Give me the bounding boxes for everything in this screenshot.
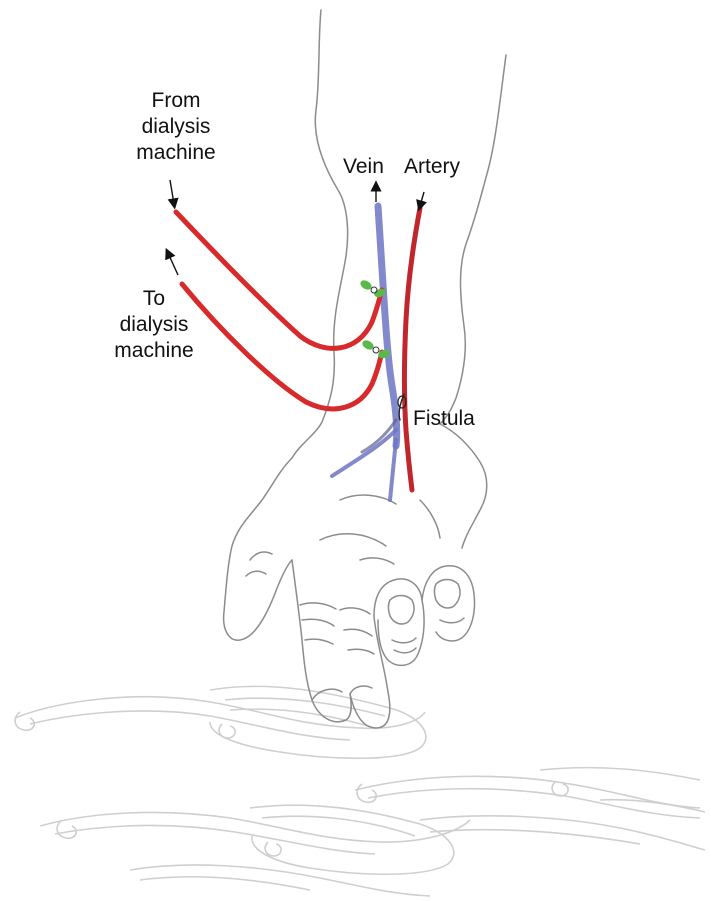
tube-from-machine [176, 212, 382, 348]
artery-vessel [398, 208, 420, 490]
label-to-line3: machine [106, 338, 202, 364]
label-to-line2: dialysis [106, 312, 202, 338]
pointer-arrows [168, 180, 424, 275]
decorative-pattern [15, 686, 705, 896]
arrow-from-machine [170, 180, 174, 204]
label-vein: Vein [343, 154, 384, 180]
label-from-line3: machine [128, 140, 224, 166]
label-from-line2: dialysis [128, 114, 224, 140]
label-fistula: Fistula [413, 406, 475, 432]
label-to-line1: To [106, 286, 202, 312]
arrow-to-machine [168, 253, 178, 275]
label-from-machine: From dialysis machine [128, 88, 224, 166]
dialysis-tubes [176, 212, 382, 409]
label-from-line1: From [128, 88, 224, 114]
label-artery: Artery [404, 154, 460, 180]
label-to-machine: To dialysis machine [106, 286, 202, 364]
arrow-artery [420, 192, 424, 206]
